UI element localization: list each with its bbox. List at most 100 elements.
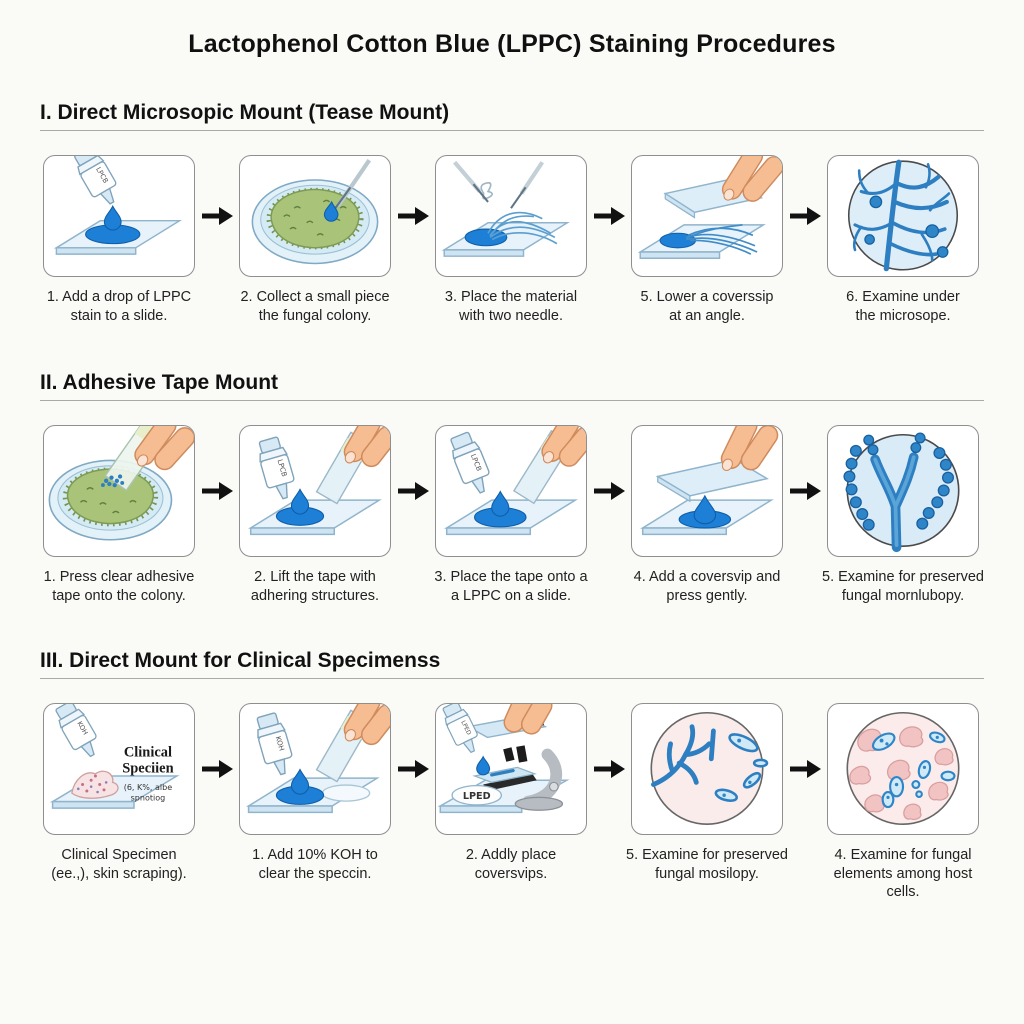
stain-drop-icon — [103, 204, 122, 231]
step-caption: 5. Lower a coverssip at an angle. — [640, 289, 774, 324]
illustration-lower-coverslip — [637, 156, 782, 259]
illustration-host-cells — [846, 712, 960, 826]
step-panel — [631, 155, 783, 277]
specimen-pile-icon — [71, 770, 119, 800]
bottle-label: KOH — [274, 736, 286, 753]
step-row: LPCB 1. Add a drop of LPPC stain to a sl… — [40, 155, 984, 325]
step-panel: KOH Clinical Speciien (6, K%, albe spnot… — [43, 703, 195, 836]
teasing-needle-icon — [453, 160, 489, 203]
stain-drop-icon — [491, 490, 510, 517]
step: 2. Collect a small piece the fungal colo… — [236, 155, 394, 325]
step-caption: 3. Place the tape onto a a LPPC on a sli… — [434, 569, 588, 604]
host-cells — [849, 726, 954, 821]
step: KOH 1. Add 10% KO — [236, 703, 394, 883]
step: 5. Examine for preserved fungal mornlubo… — [822, 425, 984, 605]
dropper-bottle-icon: KOH — [55, 704, 97, 758]
step-caption: 2. Lift the tape with adhering structure… — [250, 569, 380, 604]
step: LPCB 2. Lift the — [236, 425, 394, 605]
illustration-add-coverslip-press — [640, 426, 779, 536]
diagram-title: Lactophenol Cotton Blue (LPPC) Staining … — [188, 30, 836, 58]
step-caption: 2. Collect a small piece the fungal colo… — [240, 289, 390, 324]
illustration-place-tape-on-slide: LPCB — [444, 426, 586, 536]
step-panel — [631, 425, 783, 558]
arrow-icon — [590, 480, 628, 502]
step-panel: LPED LPED — [435, 703, 587, 836]
svg-text:(6, K%, albe: (6, K%, albe — [124, 783, 173, 792]
hand-icon — [503, 704, 553, 735]
stain-drop-icon — [290, 768, 310, 795]
step-panel — [435, 155, 587, 277]
section-clinical-specimens: III. Direct Mount for Clinical Specimens… — [40, 649, 984, 902]
stain-drop-icon — [323, 200, 339, 222]
svg-text:Clinical: Clinical — [124, 745, 172, 761]
hand-icon — [720, 426, 779, 472]
step-caption: 5. Examine for preserved fungal mornlubo… — [822, 569, 984, 604]
element-nuclei — [722, 738, 752, 798]
fungal-elements — [871, 731, 956, 809]
arrow-icon — [786, 480, 824, 502]
illustration-clinical-specimen: KOH Clinical Speciien (6, K%, albe spnot… — [49, 704, 180, 810]
hand-icon — [343, 426, 390, 468]
arrow-icon — [786, 758, 824, 780]
spores — [864, 195, 949, 258]
arrow-icon — [198, 480, 236, 502]
step-panel: LPCB — [43, 155, 195, 277]
dropper-bottle-icon: LPCB — [74, 156, 117, 205]
illustration-press-tape-colony — [48, 426, 194, 541]
illustration-tease-needles — [441, 160, 570, 257]
step: 5. Lower a coverssip at an angle. — [628, 155, 786, 325]
dropper-bottle-icon: KOH — [256, 712, 293, 776]
step-panel — [43, 425, 195, 558]
stain-drop-icon — [476, 755, 491, 776]
arrow-icon — [590, 758, 628, 780]
hand-icon — [343, 704, 390, 746]
step: KOH Clinical Speciien (6, K%, albe spnot… — [40, 703, 198, 883]
step: 5. Examine for preserved fungal mosilopy… — [626, 703, 788, 883]
step-panel: KOH — [239, 703, 391, 836]
step-caption: 4. Examine for fungal elements among hos… — [833, 847, 973, 901]
arrow-icon — [590, 205, 628, 227]
dropper-bottle-icon: LPCB — [450, 431, 490, 494]
section-tease-mount: I. Direct Microsopic Mount (Tease Mount) — [40, 101, 984, 325]
arrow-icon — [786, 205, 824, 227]
step: 4. Examine for fungal elements among hos… — [824, 703, 982, 902]
illustration-lift-tape: LPCB — [248, 426, 390, 536]
stained-hyphae — [852, 159, 951, 272]
section-heading: II. Adhesive Tape Mount — [40, 371, 984, 402]
step-caption: 1. Press clear adhesive tape onto the co… — [43, 569, 195, 604]
step-panel — [239, 155, 391, 277]
step-panel — [827, 703, 979, 836]
step-panel: LPCB — [435, 425, 587, 558]
hand-icon — [721, 156, 782, 202]
conidia-chains — [843, 432, 954, 531]
step-panel: LPCB — [239, 425, 391, 558]
illustration-microscope-view-conidia — [843, 432, 960, 553]
hand-icon — [134, 426, 194, 471]
coverslip-icon — [655, 458, 769, 503]
section-heading: I. Direct Microsopic Mount (Tease Mount) — [40, 101, 984, 131]
step-panel — [631, 703, 783, 836]
step: LPCB 1. Add a drop of LPPC stain to a sl… — [40, 155, 198, 325]
arrow-icon — [394, 758, 432, 780]
illustration-microscope-view-hyphae — [847, 159, 959, 272]
fungal-colony-icon — [266, 187, 364, 250]
step-row: KOH Clinical Speciien (6, K%, albe spnot… — [40, 703, 984, 902]
step-caption: 2. Addly place coversvips. — [465, 847, 557, 882]
arrow-icon — [394, 205, 432, 227]
step-caption: 5. Examine for preserved fungal mosilopy… — [626, 847, 788, 882]
step: LPCB 3. Place the — [432, 425, 590, 605]
step-row: 1. Press clear adhesive tape onto the co… — [40, 425, 984, 605]
stain-drop-icon — [290, 488, 310, 515]
svg-text:spnotiog: spnotiog — [131, 794, 166, 803]
clinical-specimen-label: Clinical Speciien (6, K%, albe spnotiog — [122, 745, 173, 803]
stain-pool — [659, 232, 697, 249]
illustration-collect-colony — [251, 158, 379, 265]
step: 3. Place the material with two needle. — [432, 155, 590, 325]
step: LPED LPED 2. Addly place coversvips. — [432, 703, 590, 883]
slide-label: LPED — [451, 785, 502, 806]
svg-text:Speciien: Speciien — [122, 761, 173, 777]
inoculation-needle-icon — [332, 158, 371, 211]
illustration-add-drop-of-stain: LPCB — [53, 156, 183, 255]
fungal-strands — [685, 224, 758, 255]
